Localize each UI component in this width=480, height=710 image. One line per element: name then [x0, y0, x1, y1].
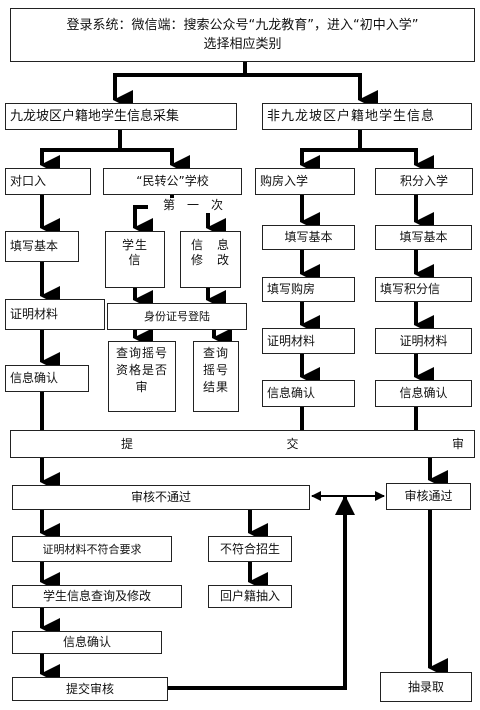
round-label: 第 一 次 — [148, 198, 238, 213]
review-final: 抽录取 — [380, 672, 472, 702]
review-proof-fail: 证明材料不符合要求 — [12, 536, 172, 562]
header-line-1: 登录系统：微信端：搜索公众号“九龙教育”，进入“初中入学” — [66, 18, 419, 33]
review-not-eligible: 不符合招生 — [208, 536, 292, 562]
connector-local-split — [40, 130, 122, 175]
step-fill-basic-b: 填写基本 — [262, 225, 355, 250]
step-id-login: 身份证号登陆 — [107, 303, 247, 330]
review-student-modify: 学生信息查询及修改 — [12, 585, 182, 608]
review-pass: 审核通过 — [386, 483, 471, 510]
step-info-modify: 信 息修 改 — [180, 231, 241, 288]
route-duikou: 对口入 — [5, 168, 91, 195]
connector-nonlocal-jifen — [360, 148, 434, 175]
review-fail: 审核不通过 — [12, 485, 310, 510]
header-box: 登录系统：微信端：搜索公众号“九龙教育”，进入“初中入学” 选择相应类别 — [10, 8, 475, 62]
connector-header-right — [245, 73, 378, 110]
step-confirm-b: 信息确认 — [262, 380, 355, 407]
route-goufang: 购房入学 — [255, 168, 355, 195]
step-confirm-c: 信息确认 — [375, 380, 472, 407]
review-reconfirm: 信息确认 — [12, 631, 162, 654]
review-resubmit: 提交审核 — [12, 677, 168, 701]
connector-header-split — [113, 62, 247, 110]
step-proof-b: 证明材料 — [262, 328, 355, 354]
branch-nonlocal: 非九龙坡区户籍地学生信息 — [262, 103, 472, 130]
review-return-lottery: 回户籍抽入 — [208, 585, 292, 608]
step-fill-house: 填写购房 — [262, 277, 355, 302]
submit-bar-char-1: 提 — [121, 436, 134, 451]
step-fill-basic-a: 填写基本 — [5, 231, 79, 262]
branch-local: 九龙坡区户籍地学生信息采集 — [5, 103, 237, 130]
connector-local-minzhuan — [120, 148, 190, 175]
step-student-info: 学生信 — [105, 231, 165, 288]
submit-review-bar: 提 交 审 — [10, 430, 475, 458]
connector-resubmit-loop — [168, 495, 355, 690]
submit-bar-char-3: 审 — [451, 436, 464, 451]
step-fill-points: 填写积分信 — [375, 277, 472, 302]
step-proof-c: 证明材料 — [375, 328, 472, 354]
step-fill-basic-c: 填写基本 — [375, 225, 472, 250]
step-confirm-a: 信息确认 — [5, 365, 89, 392]
connector-nonlocal-split — [300, 130, 362, 175]
route-minzhuan: “民转公”学校 — [103, 168, 242, 195]
submit-bar-char-2: 交 — [286, 436, 299, 451]
header-line-2: 选择相应类别 — [203, 37, 282, 52]
step-query-qualification: 查询摇号资格是否审 — [108, 341, 176, 412]
route-jifen: 积分入学 — [375, 168, 473, 195]
step-query-result: 查询摇号结果 — [193, 341, 239, 412]
step-proof-a: 证明材料 — [5, 299, 105, 330]
